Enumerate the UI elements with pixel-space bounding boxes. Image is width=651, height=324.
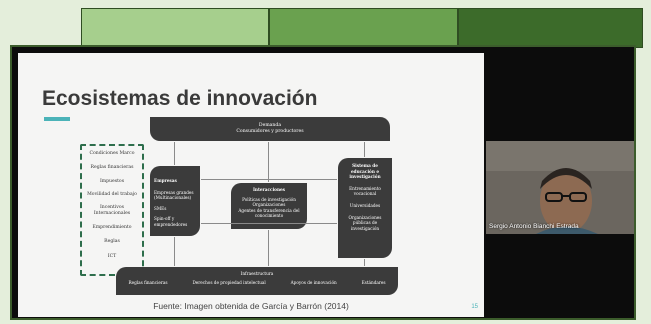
demand-title: Demanda — [258, 123, 282, 128]
arrow-connector — [268, 142, 269, 182]
condition-item: Movilidad del trabajo — [87, 192, 137, 197]
title-accent-bar — [44, 117, 70, 121]
condition-item: Reglas financieras — [90, 165, 134, 170]
slide-page-number: 15 — [471, 304, 478, 310]
participant-name-label: Sergio Antonio Bianchi Estrada — [489, 223, 579, 230]
education-item: Entrenamiento vocacional — [349, 185, 381, 197]
top-band-dark — [458, 8, 643, 48]
interactions-box: Interacciones Políticas de investigación… — [231, 183, 307, 229]
infrastructure-item: Reglas financieras — [128, 279, 168, 285]
top-band-light — [81, 8, 269, 48]
condition-item: ICT — [107, 254, 117, 259]
demand-box: Demanda Consumidores y productores — [150, 117, 390, 141]
interactions-item: Políticas de investigación — [242, 196, 296, 202]
condition-item: Reglas — [104, 239, 120, 244]
education-item: Organizaciones públicas de investigación — [348, 214, 382, 231]
interactions-item: Organizaciones — [252, 202, 286, 208]
infrastructure-item: Estándares — [361, 279, 386, 285]
condition-item: Emprendimiento — [92, 225, 132, 230]
demand-subtitle: Consumidores y productores — [236, 129, 304, 134]
infrastructure-item: Apoyos de innovación — [290, 279, 337, 285]
condition-item: Condiciones Marco — [89, 151, 135, 156]
conditions-box — [80, 144, 144, 276]
arrow-connector — [268, 230, 269, 266]
arrow-connector — [174, 237, 175, 266]
companies-item: Spin-off y emprendedores — [154, 216, 188, 227]
arrow-connector — [174, 142, 175, 165]
participant-video-tile[interactable]: Sergio Antonio Bianchi Estrada — [486, 141, 634, 234]
infrastructure-title: Infraestructura — [240, 271, 274, 276]
companies-title: Empresas — [154, 178, 177, 183]
infrastructure-item: Derechos de propiedad intelectual — [192, 279, 266, 285]
interactions-title: Interacciones — [252, 187, 286, 192]
presentation-slide: Ecosistemas de innovación Condiciones Ma… — [18, 53, 484, 317]
education-item: Universidades — [349, 202, 381, 208]
interactions-item: Agentes de transferencia del conocimient… — [238, 207, 300, 219]
companies-item: SMEs — [154, 205, 167, 211]
top-band-medium — [269, 8, 458, 48]
slide-source-caption: Fuente: Imagen obtenida de García y Barr… — [153, 301, 349, 311]
education-box: Sistema de educación e investigación Ent… — [338, 158, 392, 258]
companies-box: Empresas Empresas grandes (Multinacional… — [150, 166, 200, 236]
education-title: Sistema de educación e investigación — [349, 163, 381, 180]
companies-item: Empresas grandes (Multinacionales) — [154, 189, 194, 201]
arrow-connector — [201, 223, 337, 224]
participant-video-image — [486, 141, 634, 234]
infrastructure-box: Infraestructura Reglas financieras Derec… — [116, 267, 398, 295]
condition-item: Incentivos Internacionales — [93, 205, 131, 216]
slide-title: Ecosistemas de innovación — [42, 87, 318, 110]
condition-item: Impuestos — [99, 179, 125, 184]
arrow-connector — [201, 179, 337, 180]
arrow-connector — [364, 142, 365, 157]
arrow-connector — [364, 259, 365, 266]
